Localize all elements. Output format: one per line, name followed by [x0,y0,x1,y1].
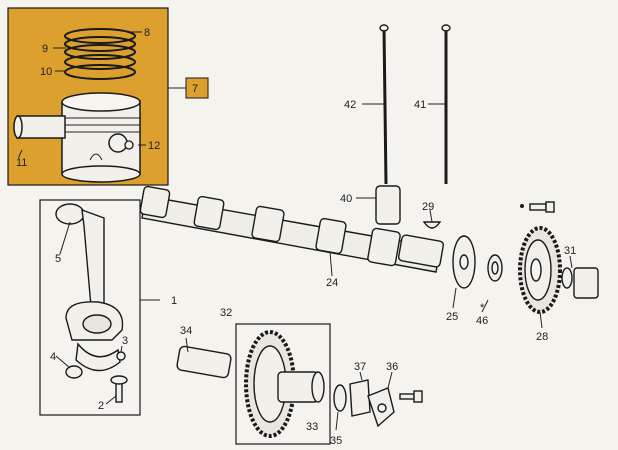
label-31: 31 [564,245,576,257]
piston-rings [64,28,136,80]
label-29: 29 [422,201,434,213]
gear-bolt[interactable] [520,201,555,213]
label-7: 7 [192,83,198,95]
label-11: 11 [16,157,27,169]
label-24: 24 [326,277,338,289]
piston-assembly-inset[interactable] [7,7,209,186]
label-3: 3 [122,335,128,347]
label-8: 8 [144,27,150,39]
oil-seal-ring[interactable] [481,254,503,313]
gear-frame [235,323,331,445]
push-rod-41[interactable] [428,24,451,184]
label-40: 40 [340,193,352,205]
label-33: 33 [306,421,318,433]
label-41: 41 [414,99,426,111]
gear-nut-washer[interactable] [561,255,599,299]
gasket[interactable] [349,371,371,417]
label-9: 9 [42,43,48,55]
label-46: 46 [476,315,488,327]
distributor-drive-gear-box[interactable] [235,323,331,445]
label-34: 34 [180,325,192,337]
label-12: 12 [148,140,160,152]
housing-cover[interactable] [367,371,395,428]
camshaft[interactable] [139,185,445,277]
label-36: 36 [386,361,398,373]
circlip [108,133,134,153]
connecting-rod [55,203,124,341]
label-10: 10 [40,66,52,78]
tappet[interactable] [356,185,401,225]
label-1: 1 [171,295,177,307]
bearing-cap [65,342,121,379]
label-28: 28 [536,331,548,343]
label-4: 4 [50,351,56,363]
label-35: 35 [330,435,342,447]
label-5: 5 [55,253,61,265]
distributor-drive-shaft[interactable] [176,337,232,379]
label-25: 25 [446,311,458,323]
connecting-rod-box[interactable] [39,199,160,416]
woodruff-key[interactable] [422,209,442,229]
label-42: 42 [344,99,356,111]
asterisk-46: * [480,302,485,314]
piston [61,92,141,183]
push-rod-42[interactable] [362,24,389,185]
cover-screw[interactable] [399,390,423,403]
label-32: 32 [220,307,232,319]
conrod-frame [39,199,141,416]
camshaft-thrust-plate[interactable] [452,235,476,309]
thrust-washer[interactable] [333,384,347,431]
gudgeon-pin [13,115,66,139]
label-2: 2 [98,400,104,412]
label-37: 37 [354,361,366,373]
part-number-labels: 8 9 10 7 11 12 5 1 4 3 2 42 41 40 29 24 … [16,27,576,447]
camshaft-gear[interactable] [518,226,562,329]
